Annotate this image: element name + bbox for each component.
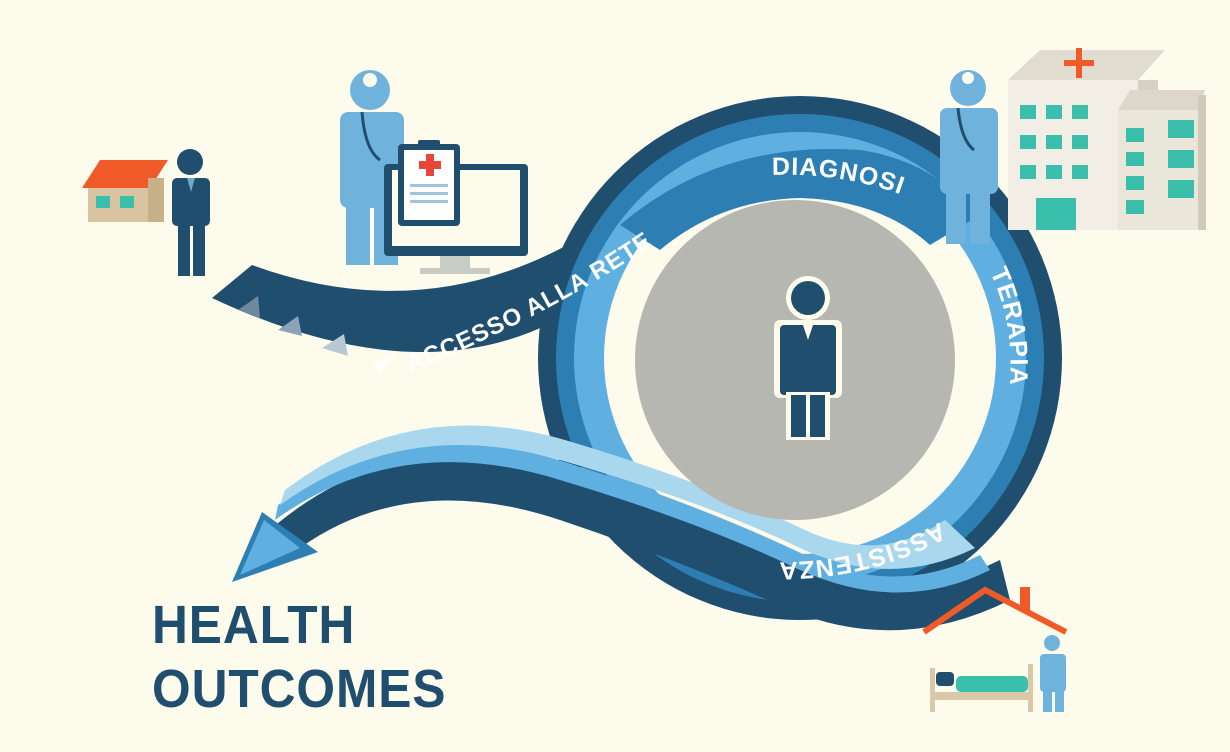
arrow-marker [278,316,302,336]
diagnosis-band [620,148,980,250]
hospital-icon [1008,48,1206,230]
arrow-marker [322,334,348,356]
health-outcomes-title-line1: HEALTH [152,595,356,655]
arrow-marker [374,352,398,372]
health-outcomes-title-line2: OUTCOMES [152,659,447,719]
arrow-marker [238,296,260,318]
person-icon [172,149,210,276]
progress-arrows [238,296,398,372]
home-care-icon [922,586,1068,712]
patient-icon [774,276,842,440]
doctor-icon [940,70,998,244]
house-icon [82,160,168,222]
outcome-swoosh [232,425,1010,631]
computer-monitor-icon [384,140,528,274]
